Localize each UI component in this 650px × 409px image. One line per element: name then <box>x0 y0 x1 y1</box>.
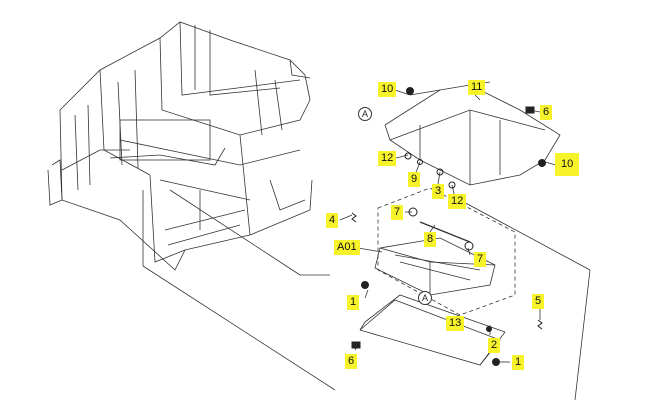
bushing-part <box>361 281 369 289</box>
callout-12: 12 <box>448 194 467 209</box>
screw-part <box>406 87 414 95</box>
callout-6: 6 <box>345 354 358 369</box>
callout-6: 6 <box>540 105 553 120</box>
reference-marker-a: A <box>418 291 432 305</box>
callout-3: 3 <box>432 184 445 199</box>
clip-part <box>525 106 535 114</box>
callout-13: 13 <box>446 316 465 331</box>
callout-a01: A01 <box>334 240 360 255</box>
callout-8: 8 <box>424 232 437 247</box>
spring-part <box>486 326 492 332</box>
cover-guide-part <box>384 81 561 186</box>
callout-7: 7 <box>474 252 487 267</box>
clip-part <box>351 341 361 349</box>
callout-2: 2 <box>488 338 501 353</box>
reference-marker-a: A <box>358 107 372 121</box>
screw-part <box>538 159 546 167</box>
bottom-plate-part <box>359 294 506 366</box>
bushing-part <box>492 358 500 366</box>
callout-1: 1 <box>347 295 360 310</box>
callout-5: 5 <box>532 294 545 309</box>
guide-assembly-part <box>374 237 496 296</box>
callout-9: 9 <box>408 172 421 187</box>
callout-11: 11 <box>468 80 486 95</box>
callout-12: 12 <box>378 151 397 166</box>
callout-7: 7 <box>391 205 404 220</box>
callout-10: 10 <box>378 82 397 97</box>
callout-4: 4 <box>326 213 339 228</box>
printer-frame <box>47 21 313 271</box>
callout-1: 1 <box>512 355 525 370</box>
callout-10: 10 <box>555 153 580 176</box>
